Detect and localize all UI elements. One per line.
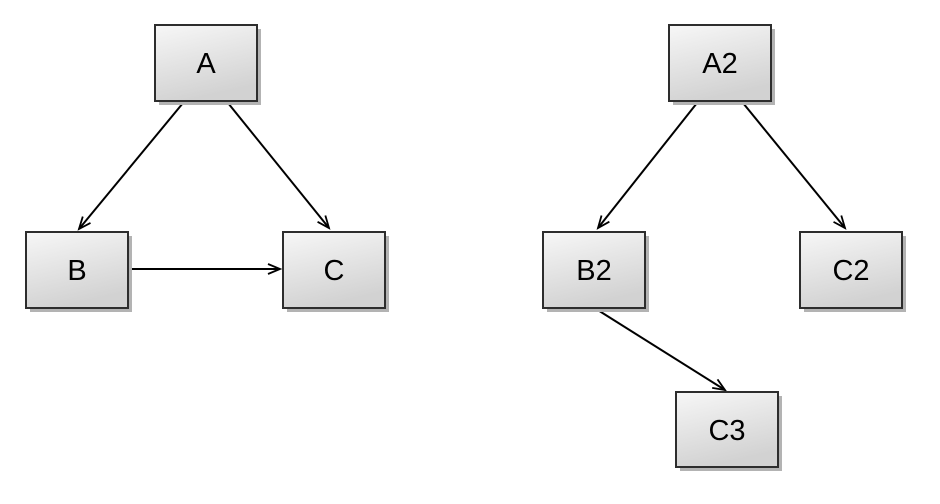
- node-B: B: [25, 231, 132, 312]
- node-A: A: [154, 24, 261, 105]
- node-A2-box: [668, 24, 772, 102]
- edge-A-B: [77, 102, 184, 231]
- left-graph: A B C: [25, 24, 389, 312]
- edge-A2-C2: [742, 102, 847, 230]
- node-A-box: [154, 24, 258, 102]
- node-C3-label: C3: [708, 415, 745, 447]
- node-C-label: C: [324, 255, 345, 287]
- node-B-label: B: [67, 255, 86, 287]
- node-C2-label: C2: [832, 255, 869, 287]
- edge-B2-C3: [592, 306, 727, 392]
- node-A-label: A: [196, 48, 216, 80]
- node-C2: C2: [799, 231, 906, 312]
- node-A2: A2: [668, 24, 775, 105]
- node-C3: C3: [675, 391, 782, 471]
- edge-A-C: [227, 102, 331, 230]
- node-C2-box: [799, 231, 903, 309]
- node-B2: B2: [542, 231, 649, 312]
- node-C3-box: [675, 391, 779, 468]
- edge-A2-B2: [596, 102, 698, 230]
- node-B-box: [25, 231, 129, 309]
- node-A2-label: A2: [702, 48, 737, 80]
- right-graph: A2 B2 C2 C3: [542, 24, 906, 471]
- node-B2-label: B2: [576, 255, 611, 287]
- node-C: C: [282, 231, 389, 312]
- node-B2-box: [542, 231, 646, 309]
- node-C-box: [282, 231, 386, 309]
